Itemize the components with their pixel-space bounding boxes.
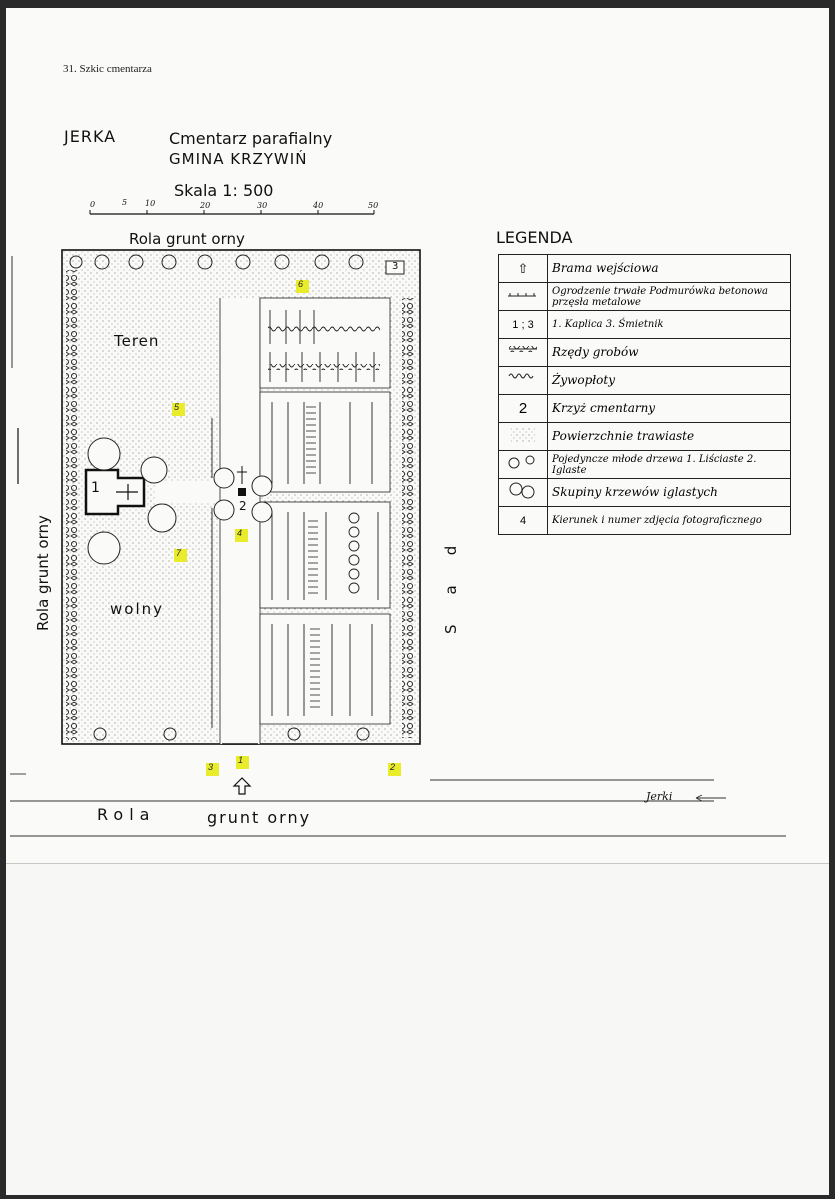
chapel — [84, 468, 146, 516]
side-path — [156, 482, 226, 502]
border-bottom-left-label: Rola — [97, 805, 156, 824]
legend-text: Powierzchnie trawiaste — [547, 422, 791, 451]
hedge-left — [66, 270, 78, 740]
tree-icon — [498, 450, 548, 479]
cross-symbol: 2 — [498, 394, 548, 423]
fence-icon — [498, 282, 548, 311]
photo-marker-6: 6 — [296, 279, 309, 293]
grave-rows-icon — [498, 338, 548, 367]
scale-tick-10: 10 — [145, 199, 156, 208]
legend-text: Żywopłoty — [547, 366, 791, 395]
bin-number: 3 — [392, 261, 399, 272]
legend-text: Skupiny krzewów iglastych — [547, 478, 791, 507]
legend-row: Skupiny krzewów iglastych — [498, 478, 791, 507]
tree-row-bottom — [93, 727, 370, 741]
photo-marker-5: 5 — [172, 402, 185, 416]
shrub-clusters — [87, 437, 273, 565]
legend-text: Rzędy grobów — [547, 338, 791, 367]
photo-marker-3: 3 — [206, 762, 219, 776]
village-name: JERKA — [64, 127, 117, 146]
figure-caption: 31. Szkic cmentarza — [63, 63, 152, 75]
scale-bar — [89, 210, 375, 215]
legend-text: Krzyż cmentarny — [547, 394, 791, 423]
sketch-title: Cmentarz parafialny — [169, 129, 333, 148]
main-path — [220, 298, 260, 744]
road-label: Jerki — [646, 790, 673, 803]
photo-marker-4: 4 — [235, 528, 248, 542]
scale-label: Skala 1: 500 — [174, 181, 274, 200]
legend-row: Pojedyncze młode drzewa 1. Liściaste 2. … — [498, 450, 791, 479]
border-top-label: Rola grunt orny — [129, 230, 245, 248]
photo-marker-7: 7 — [174, 548, 187, 562]
grave-rows — [211, 310, 380, 728]
legend-row: Powierzchnie trawiaste — [498, 422, 791, 451]
legend-row: ⇧Brama wejściowa — [498, 254, 791, 283]
photo-marker-1: 1 — [236, 755, 249, 769]
tree-row-top — [69, 254, 364, 270]
cemetery-map — [10, 210, 786, 837]
legend-title: LEGENDA — [496, 228, 573, 247]
scale-tick-0: 0 — [90, 200, 96, 209]
scale-tick-5: 5 — [122, 198, 128, 207]
cross-number: 2 — [239, 499, 247, 513]
document-sheet: 31. Szkic cmentarza JERKA Cmentarz paraf… — [6, 8, 829, 1195]
legend-row: Rzędy grobów — [498, 338, 791, 367]
scale-tick-20: 20 — [200, 201, 211, 210]
hedge-right — [402, 298, 414, 738]
legend-row: Żywopłoty — [498, 366, 791, 395]
gate-arrow — [232, 777, 252, 795]
legend-text: Brama wejściowa — [547, 254, 791, 283]
chapel-bin-symbol: 1 ; 3 — [498, 310, 548, 339]
bin-box — [385, 260, 405, 275]
legend-table: ⇧Brama wejściowa Ogrodzenie trwałe Podmu… — [498, 254, 791, 535]
shrub-column — [348, 512, 360, 594]
legend-row: Ogrodzenie trwałe Podmurówka betonowa pr… — [498, 282, 791, 311]
scale-tick-30: 30 — [257, 201, 268, 210]
legend-text: 1. Kaplica 3. Śmietnik — [547, 310, 791, 339]
legend-text: Kierunek i numer zdjęcia fotograficznego — [547, 506, 791, 535]
grass-icon — [498, 422, 548, 451]
border-bottom-right-label: grunt orny — [207, 808, 312, 827]
photo-marker-2: 2 — [388, 762, 401, 776]
scale-tick-50: 50 — [368, 201, 379, 210]
commune-name: GMINA KRZYWIŃ — [169, 150, 308, 168]
hedge-icon — [498, 366, 548, 395]
orchard-label: Sad — [442, 515, 460, 634]
photo-direction-icon: 4 — [498, 506, 548, 535]
chapel-number: 1 — [91, 480, 100, 496]
scale-tick-40: 40 — [313, 201, 324, 210]
legend-text: Pojedyncze młode drzewa 1. Liściaste 2. … — [547, 450, 791, 479]
gate-icon: ⇧ — [498, 254, 548, 283]
area-label-teren: Teren — [114, 332, 160, 350]
area-label-wolny: wolny — [110, 600, 164, 618]
cemetery-cross — [238, 488, 246, 496]
border-left-label: Rola grunt orny — [34, 515, 52, 631]
legend-text: Ogrodzenie trwałe Podmurówka betonowa pr… — [547, 282, 791, 311]
shrub-icon — [498, 478, 548, 507]
sketch-page: 31. Szkic cmentarza JERKA Cmentarz paraf… — [6, 8, 829, 864]
